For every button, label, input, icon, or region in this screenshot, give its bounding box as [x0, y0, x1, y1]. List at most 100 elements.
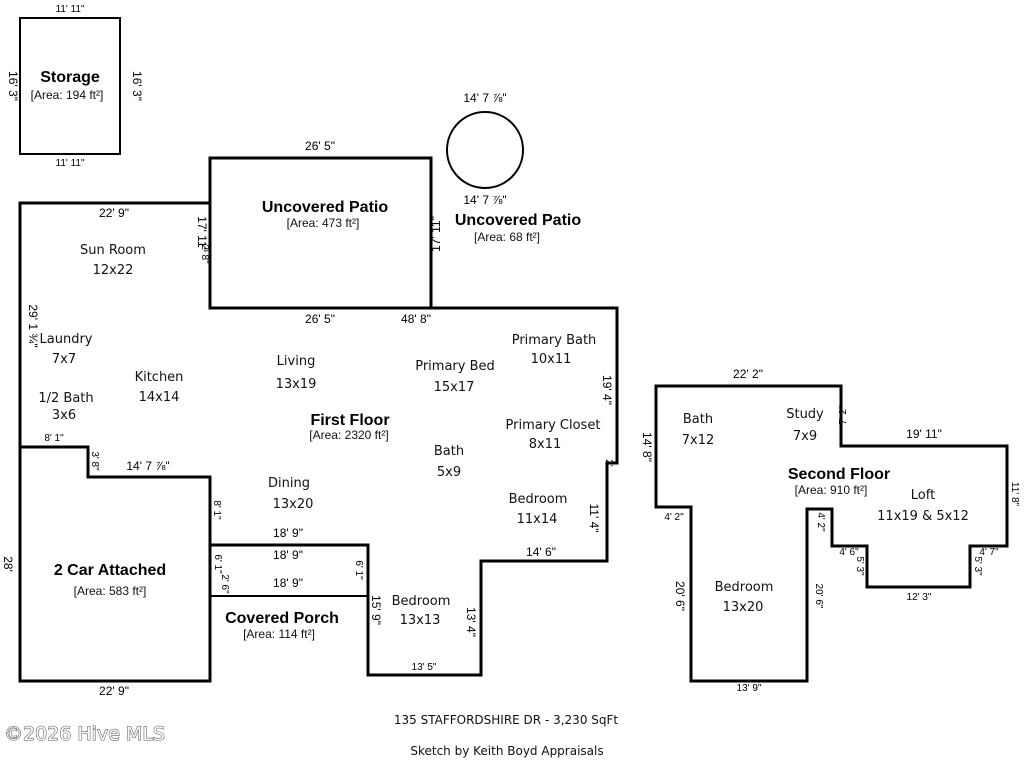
room-size: 13x13	[400, 613, 441, 628]
second-floor-outline	[654, 384, 1009, 683]
room-size: 3x6	[52, 408, 76, 423]
room-name: Loft	[911, 488, 935, 503]
second-floor-title: Second Floor	[788, 466, 890, 483]
room-name: Bath	[434, 444, 464, 459]
round-patio-dim-bottom: 14' 7 ⅞"	[463, 193, 506, 207]
storage-area: [Area: 194 ft²]	[31, 88, 104, 102]
room-size: 5x9	[437, 465, 461, 480]
ff-dim-porch-top-inner: 18' 9"	[273, 548, 303, 562]
room-name: Bedroom	[715, 580, 774, 595]
room-size: 12x22	[93, 263, 134, 278]
sf-dim-bedroom-left: 20' 6"	[673, 581, 687, 611]
room-name: Dining	[268, 476, 310, 491]
storage-dim-top: 11' 11"	[56, 4, 85, 15]
patio-dim-left-b: 2' 8"	[199, 244, 210, 264]
storage-dim-bottom: 11' 11"	[56, 158, 85, 169]
patio-title: Uncovered Patio	[262, 199, 388, 216]
room-name: Living	[277, 354, 316, 369]
patio-dim-left: 17' 11"	[195, 216, 209, 252]
ff-dim-right-notch: 2'	[603, 459, 614, 467]
room-size: 10x11	[531, 352, 572, 367]
sf-dim-bedroom-right: 20' 6"	[813, 584, 824, 609]
sf-dim-right: 11' 8"	[1009, 482, 1020, 507]
sf-dim-top: 22' 2"	[733, 367, 763, 381]
garage-title: 2 Car Attached	[54, 562, 166, 579]
address-line: 135 STAFFORDSHIRE DR - 3,230 SqFt	[394, 713, 619, 727]
ff-dim-bedroom-right: 13' 4"	[464, 607, 478, 637]
room-size: 14x14	[139, 390, 180, 405]
storage-title: Storage	[40, 69, 100, 86]
room-name: Primary Bed	[415, 359, 495, 374]
room-size: 11x19 & 5x12	[877, 509, 969, 524]
ff-dim-garage-side-upper: 8' 1"	[211, 500, 222, 520]
round-patio-dim-top: 14' 7 ⅞"	[463, 91, 506, 105]
sf-dim-inner-step: 4' 2"	[815, 512, 826, 532]
sf-dim-left: 14' 8"	[640, 432, 654, 462]
round-patio-outline	[446, 111, 524, 189]
storage-dim-right: 16' 3"	[130, 71, 144, 101]
ff-dim-mid-step: 14' 6"	[526, 545, 556, 559]
room-name: Sun Room	[80, 243, 146, 258]
ff-dim-bedroom-bottom: 13' 5"	[412, 662, 437, 673]
room-name: Bath	[683, 412, 713, 427]
ff-dim-garage-notch-side: 3' 8"	[89, 451, 100, 471]
sf-dim-loft-top: 19' 11"	[906, 427, 942, 441]
room-size: 15x17	[434, 380, 475, 395]
ff-dim-right: 19' 4"	[600, 375, 614, 405]
second-floor-area: [Area: 910 ft²]	[795, 483, 868, 497]
porch-area: [Area: 114 ft²]	[243, 627, 315, 641]
garage-dim-bottom: 22' 9"	[99, 684, 129, 698]
sf-dim-step-left: 4' 2"	[664, 512, 684, 523]
room-name: Laundry	[40, 332, 93, 347]
room-name: Kitchen	[135, 370, 184, 385]
ff-dim-porch-left-b: 2' 6"	[219, 574, 230, 594]
ff-dim-top-left: 22' 9"	[99, 206, 129, 220]
garage-outline	[18, 445, 212, 683]
sf-dim-notch-right-w: 4' 7"	[979, 547, 999, 558]
room-size: 7x9	[793, 429, 817, 444]
ff-dim-garage-top-right: 14' 7 ⅞"	[126, 459, 169, 473]
sf-dim-notch-right-h: 5' 3"	[972, 556, 983, 576]
sf-dim-notch-bottom: 12' 3"	[907, 592, 932, 603]
sf-dim-bedroom-bottom: 13' 9"	[737, 683, 762, 694]
room-name: Bedroom	[392, 594, 451, 609]
ff-dim-porch-right: 6' 1"	[353, 560, 364, 580]
garage-area: [Area: 583 ft²]	[74, 584, 147, 598]
patio-area: [Area: 473 ft²]	[287, 216, 360, 230]
room-size: 8x11	[529, 437, 562, 452]
sf-dim-notch-left-w: 4' 6"	[839, 547, 859, 558]
room-size: 13x20	[723, 600, 764, 615]
room-name: Study	[786, 407, 824, 422]
round-patio-area: [Area: 68 ft²]	[474, 230, 540, 244]
room-name: Primary Closet	[506, 418, 601, 433]
sf-dim-study-right: 7' 2"	[838, 405, 849, 425]
patio-dim-bottom: 26' 5"	[305, 312, 335, 326]
patio-dim-top: 26' 5"	[305, 139, 335, 153]
room-size: 7x7	[52, 352, 76, 367]
room-size: 13x20	[273, 497, 314, 512]
patio-dim-right: 17' 11"	[429, 216, 443, 252]
ff-dim-left: 29' 1 ¾"	[26, 304, 40, 347]
first-floor-title: First Floor	[310, 412, 389, 429]
ff-dim-top-right: 48' 8"	[401, 312, 431, 326]
room-size: 11x14	[517, 512, 558, 527]
sketch-credit: Sketch by Keith Boyd Appraisals	[410, 744, 603, 758]
ff-dim-porch-bottom: 18' 9"	[273, 576, 303, 590]
ff-dim-right-lower: 11' 4"	[587, 503, 601, 532]
sf-dim-notch-left-h: 5' 3"	[854, 556, 865, 576]
room-name: Bedroom	[509, 492, 568, 507]
ff-dim-porch-top-outer: 18' 9"	[273, 526, 303, 540]
room-name: Primary Bath	[512, 333, 597, 348]
room-size: 7x12	[682, 433, 715, 448]
mls-watermark: ©2026 Hive MLS	[4, 723, 165, 745]
porch-title: Covered Porch	[225, 610, 339, 627]
ff-dim-bedroom-left: 15' 9"	[369, 595, 383, 625]
ff-dim-porch-left: 6' 1"	[212, 554, 223, 574]
storage-outline	[19, 17, 121, 155]
patio-outline	[208, 156, 433, 310]
room-size: 13x19	[276, 377, 317, 392]
room-name: 1/2 Bath	[38, 391, 93, 406]
storage-dim-left: 16' 3"	[6, 71, 20, 101]
ff-dim-garage-notch-top: 8' 1"	[44, 433, 64, 444]
